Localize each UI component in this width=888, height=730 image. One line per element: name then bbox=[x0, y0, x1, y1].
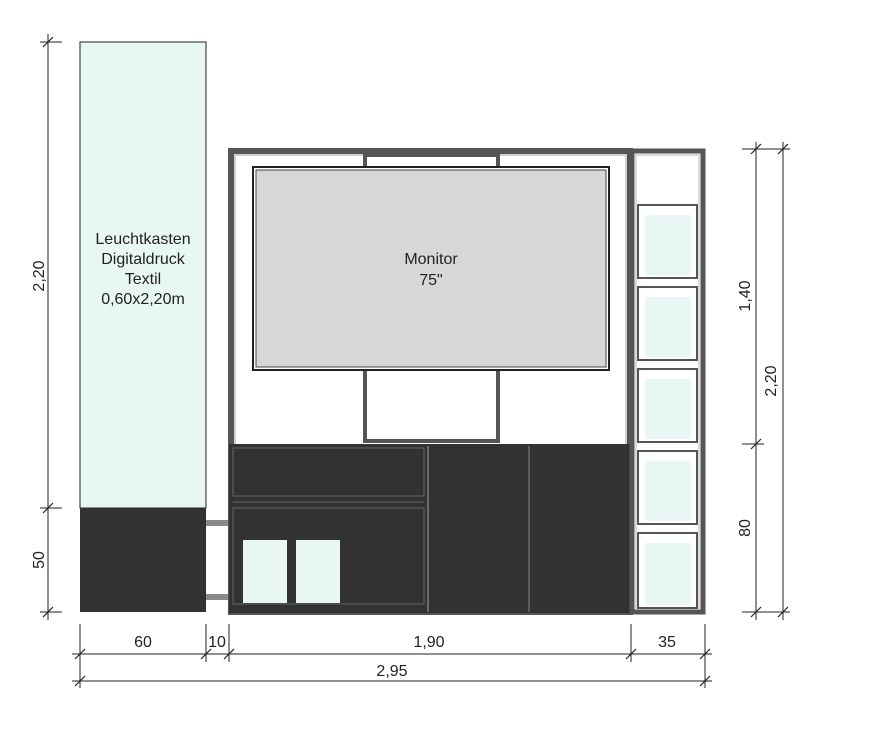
lightbox-label-line2: Digitaldruck bbox=[101, 251, 186, 268]
shelf-frame bbox=[629, 148, 706, 615]
dim-label-width-total: 2,95 bbox=[376, 663, 407, 680]
dim-label-right-total: 2,20 bbox=[763, 365, 780, 396]
dim-tick bbox=[699, 675, 711, 687]
shelf-box bbox=[637, 204, 698, 279]
dimension-bottom-segments: 60 10 1,90 35 bbox=[72, 624, 712, 688]
sideboard-drawer bbox=[232, 447, 425, 497]
dim-tick bbox=[42, 36, 54, 48]
dim-label-left-total: 2,20 bbox=[31, 260, 48, 291]
dim-tick bbox=[42, 606, 54, 618]
dim-tick bbox=[200, 648, 212, 660]
dim-label-width-main: 1,90 bbox=[413, 634, 444, 651]
shelf-box bbox=[637, 286, 698, 361]
dimension-left-vertical: 2,20 50 bbox=[31, 34, 62, 620]
shelf-box-glass bbox=[645, 543, 691, 605]
lightbox-label-line4: 0,60x2,20m bbox=[101, 291, 185, 308]
shelf-tower bbox=[629, 148, 706, 615]
dim-label-left-base: 50 bbox=[31, 551, 48, 569]
dim-label-right-lower: 80 bbox=[737, 519, 754, 537]
shelf-box bbox=[637, 450, 698, 525]
dim-tick bbox=[699, 648, 711, 660]
shelf-box-glass bbox=[645, 379, 691, 439]
dim-tick bbox=[74, 648, 86, 660]
connector-rail-lower bbox=[206, 594, 230, 600]
dim-tick bbox=[750, 438, 762, 450]
shelf-box bbox=[637, 532, 698, 609]
dim-label-width-shelf: 35 bbox=[658, 634, 676, 651]
sideboard-display-box-2 bbox=[296, 540, 340, 603]
shelf-box-glass bbox=[645, 215, 691, 275]
dim-label-width-lightbox: 60 bbox=[134, 634, 152, 651]
connector-rail-upper bbox=[206, 520, 230, 526]
dim-tick bbox=[777, 143, 789, 155]
lightbox-label-line3: Textil bbox=[125, 271, 161, 288]
monitor-screen bbox=[255, 169, 607, 368]
lightbox-tower: Leuchtkasten Digitaldruck Textil 0,60x2,… bbox=[79, 41, 207, 612]
dim-tick bbox=[777, 606, 789, 618]
shelf-box-glass bbox=[645, 297, 691, 357]
dimension-bottom-total: 2,95 bbox=[72, 663, 712, 687]
dim-tick bbox=[223, 648, 235, 660]
dim-label-right-upper: 1,40 bbox=[737, 280, 754, 311]
lightbox-face bbox=[79, 41, 207, 509]
lightbox-label-line1: Leuchtkasten bbox=[95, 231, 190, 248]
lightbox-base bbox=[80, 508, 206, 612]
dim-tick bbox=[42, 502, 54, 514]
sideboard-display-box-1 bbox=[243, 540, 287, 603]
dim-tick bbox=[750, 143, 762, 155]
shelf-box bbox=[637, 368, 698, 443]
dim-tick bbox=[750, 606, 762, 618]
monitor-label-line2: 75" bbox=[419, 272, 442, 289]
shelf-box-glass bbox=[645, 461, 691, 521]
dimension-right-vertical-outer: 2,20 bbox=[763, 142, 789, 620]
connector-rails bbox=[206, 520, 230, 600]
monitor-label-line1: Monitor bbox=[404, 251, 458, 268]
dim-tick bbox=[625, 648, 637, 660]
main-wall: Monitor 75" bbox=[228, 148, 633, 615]
dimension-right-vertical-inner: 1,40 80 bbox=[737, 142, 790, 620]
dim-tick bbox=[74, 675, 86, 687]
dim-label-width-gap: 10 bbox=[208, 634, 226, 651]
